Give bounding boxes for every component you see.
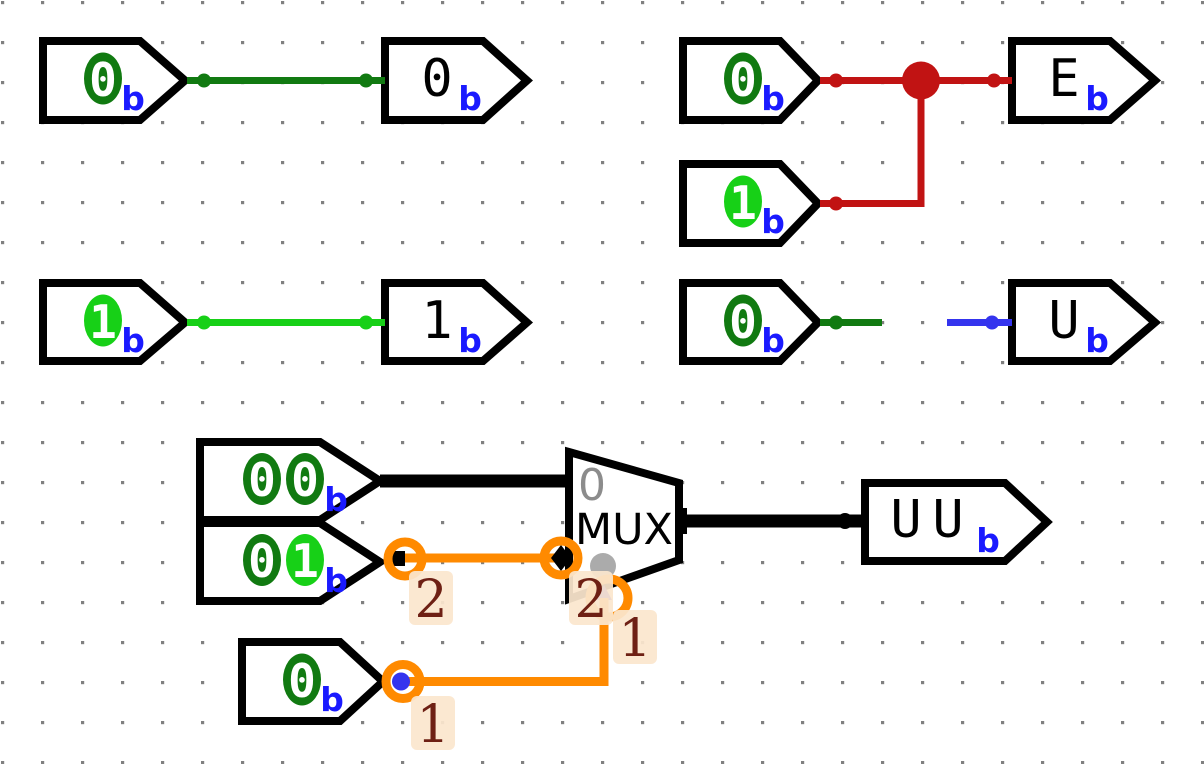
junction-dot: [902, 61, 940, 100]
bit-suffix: b: [458, 321, 482, 360]
bit-suffix: b: [976, 521, 1000, 560]
pin-value: E: [1048, 49, 1079, 109]
pin-value: 0: [729, 295, 757, 349]
marker-number: 2: [574, 570, 607, 630]
wire-end-dot: [985, 315, 999, 330]
bit-suffix: b: [121, 321, 145, 360]
mux-label: MUX: [575, 505, 673, 555]
value-badge: [84, 294, 122, 347]
example-const0: 0 b 0 b: [39, 37, 533, 124]
marker-badge: [411, 696, 455, 750]
output-pin-undefined[interactable]: [1008, 279, 1162, 365]
pin-value: 0: [89, 53, 117, 107]
open-end-marker: [390, 551, 405, 566]
value-badge: [724, 175, 762, 228]
pin-value: 0: [288, 654, 316, 708]
wire-end-dot: [359, 73, 373, 88]
value-badge: [243, 453, 281, 505]
bit-suffix: b: [761, 321, 785, 360]
marker-number: 1: [416, 695, 449, 755]
pin-value: 1: [89, 295, 117, 349]
wire-end-dot: [359, 315, 373, 330]
value-badge: [286, 534, 324, 586]
marker-badge: [569, 571, 613, 625]
marker-number: 2: [414, 570, 447, 630]
pin-value: U: [890, 490, 921, 550]
value-badge: [286, 453, 324, 505]
highlight-wire-select[interactable]: [405, 598, 609, 686]
mux-output-stub: [677, 508, 687, 534]
wire-end-dot: [829, 315, 843, 330]
bit-suffix: b: [324, 480, 348, 519]
marker-number: 1: [618, 609, 651, 669]
value-badge: [84, 52, 122, 105]
value-badge: [243, 534, 281, 586]
bit-suffix: b: [761, 202, 785, 241]
example-mux: 0 MUX 0 0 b 0 1 b 0 b U U b: [196, 438, 1053, 755]
pin-value: 0: [729, 53, 757, 107]
pin-value: 0: [248, 453, 276, 507]
wire-end-dot: [197, 73, 211, 88]
wire-end-dot: [392, 672, 410, 691]
marker-badge: [409, 571, 453, 625]
pin-value: 0: [421, 49, 452, 109]
output-pin-mux[interactable]: [861, 479, 1053, 565]
highlight-circle: [381, 660, 425, 703]
highlight-circle: [539, 536, 583, 580]
example-conflict: 0 b 1 b E b: [679, 37, 1162, 247]
bit-suffix: b: [458, 79, 482, 118]
marker-badges: 2 2 1 1: [409, 570, 657, 755]
value-badge: [724, 52, 762, 105]
pin-value: 1: [729, 176, 757, 230]
pin-value: 1: [291, 534, 319, 588]
wire-end-dot: [829, 73, 843, 88]
pin-value: 0: [291, 453, 319, 507]
output-pin-const1[interactable]: [381, 279, 534, 365]
bit-suffix: b: [1085, 321, 1109, 360]
bit-suffix: b: [320, 680, 344, 719]
bit-suffix: b: [1085, 79, 1109, 118]
wire-end-dot: [197, 315, 211, 330]
wire-end-dot: [987, 73, 1001, 88]
value-badge: [283, 653, 321, 706]
output-pin-const0[interactable]: [381, 37, 533, 124]
bit-suffix: b: [761, 79, 785, 118]
mux-port0-label: 0: [578, 460, 606, 511]
pin-value: U: [1048, 291, 1079, 351]
value-badge: [724, 294, 762, 347]
wire-end-dot: [829, 196, 843, 211]
pin-connect-marker: [551, 545, 571, 571]
bit-suffix: b: [324, 561, 348, 600]
marker-badge: [613, 610, 657, 664]
example-const1: 1 b 1 b: [39, 279, 534, 365]
pin-value: U: [932, 490, 963, 550]
example-open-wire: 0 b U b: [679, 279, 1162, 365]
bit-suffix: b: [121, 79, 145, 118]
wire-end-dot: [837, 513, 853, 529]
output-pin-error[interactable]: [1008, 37, 1162, 124]
pin-value: 0: [248, 534, 276, 588]
highlight-circle: [383, 537, 427, 581]
pin-value: 1: [421, 291, 452, 351]
